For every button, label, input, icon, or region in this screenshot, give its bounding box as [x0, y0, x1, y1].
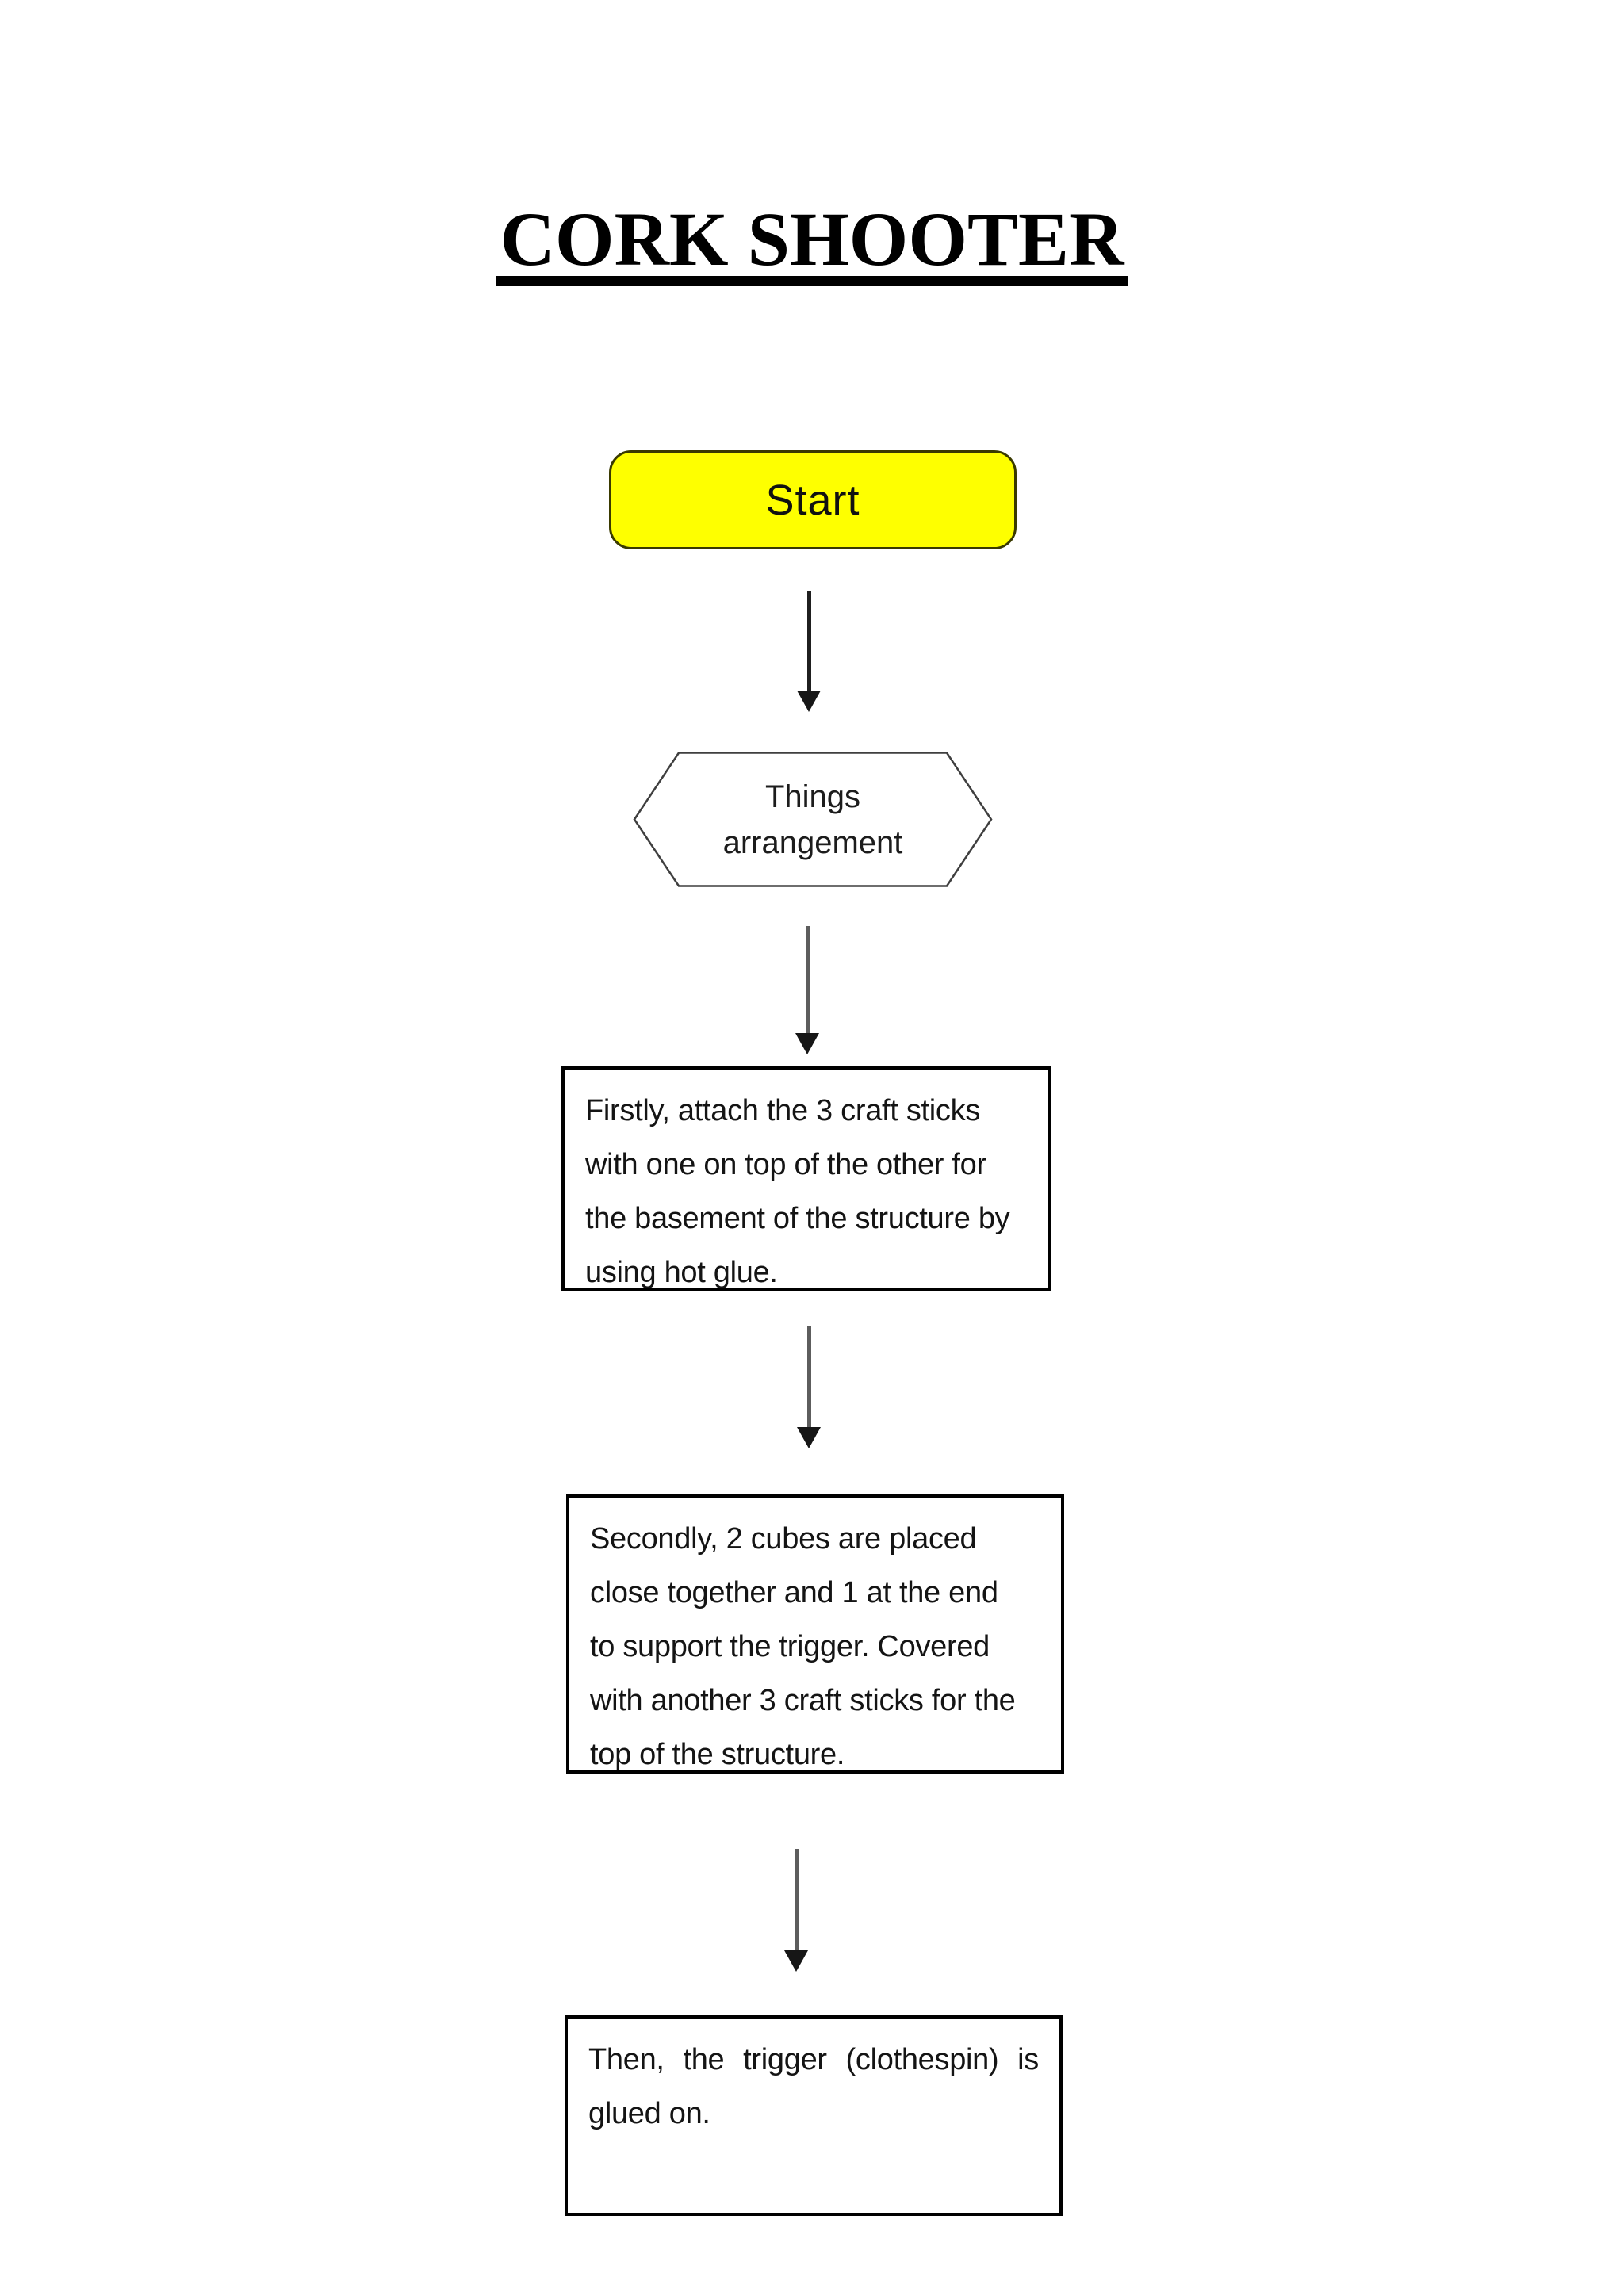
flow-arrow-4 [784, 1849, 808, 1972]
arrow-down-icon [797, 1427, 821, 1448]
arrow-line [806, 1326, 811, 1427]
box-text-line: top of the structure. [590, 1738, 845, 1771]
box-text-line: Then, the trigger (clothespin) is [588, 2043, 1039, 2076]
flow-arrow-2 [795, 926, 819, 1054]
arrow-line [794, 1849, 799, 1950]
hexagon-label-line: arrangement [722, 825, 903, 860]
hexagon-shape [633, 752, 993, 887]
box-text-line: Firstly, attach the 3 craft sticks [585, 1094, 981, 1127]
flow-arrow-1 [797, 591, 821, 712]
hexagon-label-line: Things [764, 779, 861, 814]
box-text-line: the basement of the structure by [585, 1202, 1010, 1235]
process-box-1[interactable]: Firstly, attach the 3 craft sticks with … [561, 1066, 1051, 1291]
box-text-line: with one on top of the other for [585, 1148, 986, 1181]
box-text-line: glued on. [588, 2097, 710, 2130]
page-title-text: CORK SHOOTER [496, 201, 1128, 286]
arrow-down-icon [797, 691, 821, 712]
page-title: CORK SHOOTER [0, 201, 1624, 286]
arrow-line [806, 591, 811, 691]
arrow-line [805, 926, 810, 1033]
flow-arrow-3 [797, 1326, 821, 1448]
arrow-down-icon [784, 1950, 808, 1972]
box-text-line: close together and 1 at the end [590, 1576, 998, 1609]
box-text-line: using hot glue. [585, 1256, 778, 1289]
start-node-label: Start [765, 476, 860, 524]
process-box-3[interactable]: Then, the trigger (clothespin) is glued … [565, 2015, 1063, 2216]
box-text-line: Secondly, 2 cubes are placed [590, 1522, 977, 1556]
start-node[interactable]: Start [609, 450, 1017, 549]
hexagon-label: Things arrangement [632, 751, 994, 888]
arrow-down-icon [795, 1033, 819, 1054]
preparation-node[interactable]: Things arrangement [632, 751, 994, 888]
box-text-line: to support the trigger. Covered [590, 1630, 990, 1663]
box-text-line: with another 3 craft sticks for the [590, 1684, 1016, 1717]
process-box-2[interactable]: Secondly, 2 cubes are placed close toget… [566, 1494, 1064, 1774]
